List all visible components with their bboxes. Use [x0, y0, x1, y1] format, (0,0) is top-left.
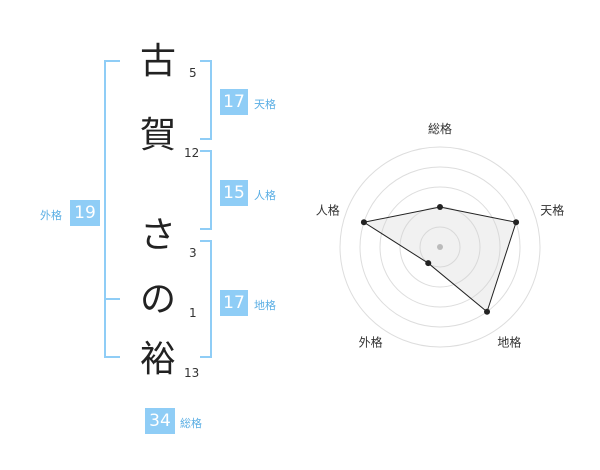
gaikaku-value: 19	[70, 200, 100, 226]
name-char-2: 賀	[140, 115, 177, 156]
tenkaku-bracket-bottom	[200, 138, 212, 140]
tenkaku-value: 17	[220, 89, 248, 115]
gaikaku-bracket-mid	[104, 298, 120, 300]
chikaku-label: 地格	[254, 299, 276, 312]
name-char-1: 古	[140, 41, 177, 82]
jinkaku-bracket-top	[200, 150, 212, 152]
gaikaku-label: 外格	[40, 209, 62, 222]
name-char-3: さ	[140, 215, 177, 256]
chikaku-value: 17	[220, 290, 248, 316]
radar-point-4	[425, 260, 432, 267]
radar-axis-label-4: 外格	[359, 334, 383, 349]
jinkaku-label: 人格	[254, 189, 276, 202]
tenkaku-bracket-top	[200, 60, 212, 62]
radar-data-area	[362, 206, 517, 313]
gaikaku-bracket-top	[104, 60, 120, 62]
jinkaku-bracket-bottom	[200, 228, 212, 230]
name-char-5: 裕	[140, 339, 177, 380]
radar-point-5	[360, 219, 367, 226]
radar-axis-label-1: 総格	[428, 121, 452, 136]
stroke-count-1: 5	[189, 66, 197, 80]
radar-grid-ring	[359, 166, 521, 328]
radar-point-2	[513, 219, 520, 226]
radar-axis-label-5: 人格	[316, 203, 340, 218]
tenkaku-bracket	[210, 60, 212, 140]
radar-grid-ring	[379, 186, 501, 308]
stroke-count-4: 1	[189, 306, 197, 320]
radar-grid-ring	[419, 226, 461, 268]
stroke-count-2: 12	[184, 146, 200, 160]
gaikaku-bracket	[104, 60, 106, 358]
radar-center-dot	[437, 244, 443, 250]
radar-axis-label-3: 地格	[497, 334, 521, 349]
radar-grid-ring	[339, 146, 541, 348]
soukaku-label: 総格	[180, 417, 202, 430]
soukaku-value: 34	[145, 408, 175, 434]
stroke-count-5: 13	[184, 366, 200, 380]
tenkaku-label: 天格	[254, 98, 276, 111]
gaikaku-bracket-bottom	[104, 356, 120, 358]
radar-point-3	[484, 308, 491, 315]
chikaku-bracket	[210, 240, 212, 358]
jinkaku-bracket	[210, 150, 212, 230]
stroke-count-3: 3	[189, 246, 197, 260]
radar-axis-label-2: 天格	[540, 203, 564, 218]
jinkaku-value: 15	[220, 180, 248, 206]
chikaku-bracket-top	[200, 240, 212, 242]
radar-points	[360, 204, 520, 315]
chikaku-bracket-bottom	[200, 356, 212, 358]
name-char-4: の	[140, 279, 177, 320]
radar-point-1	[437, 204, 443, 210]
